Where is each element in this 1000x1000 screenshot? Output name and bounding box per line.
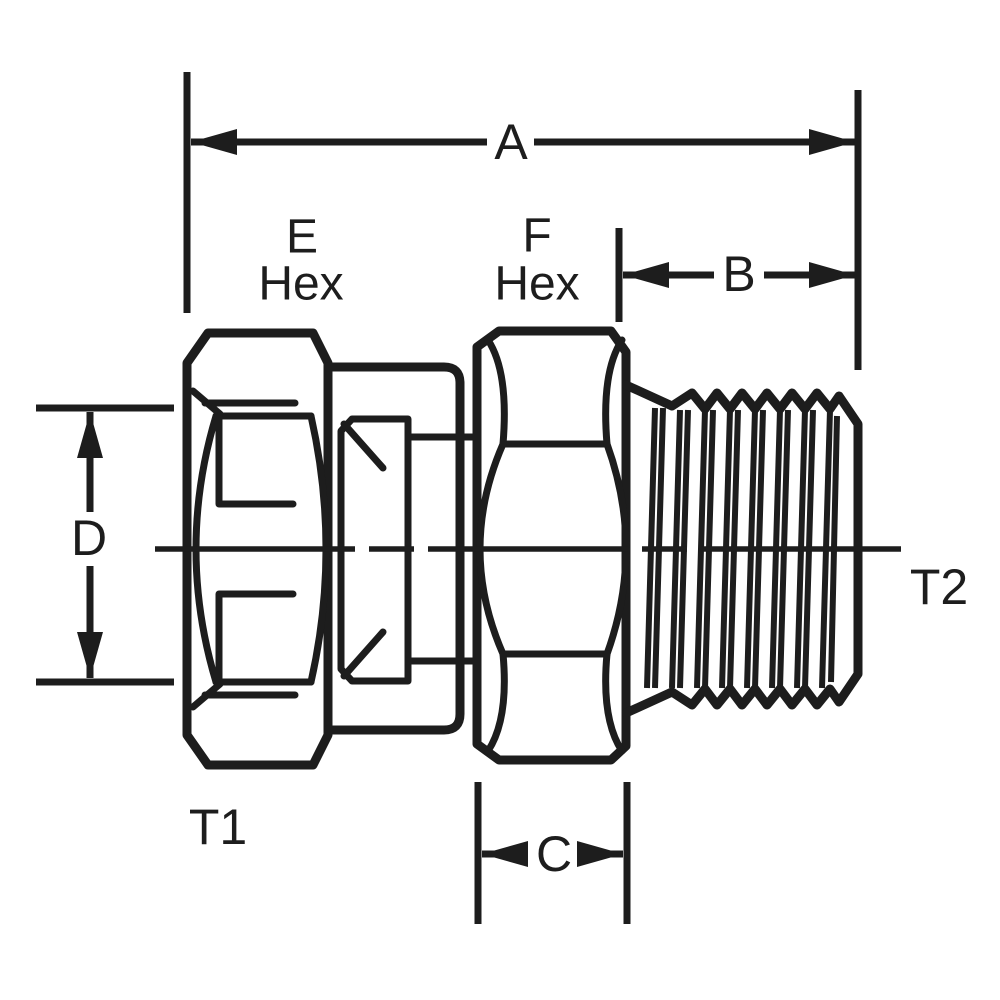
- fhex-facet-lines: [499, 440, 611, 658]
- body-hex-f: [472, 326, 631, 765]
- e-hex-letter: E: [286, 211, 318, 264]
- dimension-b: B: [615, 228, 855, 322]
- nut-outline: [182, 328, 333, 770]
- e-hex-word: Hex: [258, 258, 343, 311]
- dimension-c: C: [474, 782, 631, 924]
- dim-c-arrow-left: [482, 841, 528, 867]
- f-hex-letter: F: [522, 210, 551, 263]
- dim-b-arrow-left: [623, 262, 669, 288]
- dim-a-arrow-right: [809, 129, 855, 155]
- fhex-chamfer-arcs: [484, 336, 626, 755]
- dim-b-label: B: [722, 246, 755, 302]
- nut-chamfer-ticks: [189, 387, 224, 711]
- nut-bore-lines: [215, 413, 297, 685]
- fhex-outline: [472, 326, 631, 765]
- sleeve-outline: [337, 415, 412, 685]
- dim-a-arrow-left: [191, 129, 237, 155]
- fitting-drawing: [155, 326, 903, 770]
- dim-d-arrow-down: [77, 632, 103, 678]
- dim-d-arrow-up: [77, 412, 103, 458]
- dim-a-label: A: [494, 114, 528, 170]
- dim-c-label: C: [536, 826, 572, 882]
- dim-c-arrow-right: [577, 841, 623, 867]
- dim-d-label: D: [71, 510, 107, 566]
- t1-thread-label: T1: [189, 799, 247, 855]
- sleeve-bore-lines: [404, 433, 481, 665]
- tube-sleeve: [337, 415, 481, 685]
- t2-thread-label: T2: [910, 559, 968, 615]
- callout-e-hex: E Hex: [258, 211, 343, 311]
- sleeve-ticks: [340, 420, 387, 680]
- dimension-a: A: [183, 72, 862, 370]
- f-hex-word: Hex: [494, 258, 579, 311]
- dimension-d: D: [36, 404, 174, 686]
- nut-facet-lines: [201, 399, 315, 699]
- dim-b-arrow-right: [809, 262, 855, 288]
- callout-f-hex: F Hex: [494, 210, 579, 311]
